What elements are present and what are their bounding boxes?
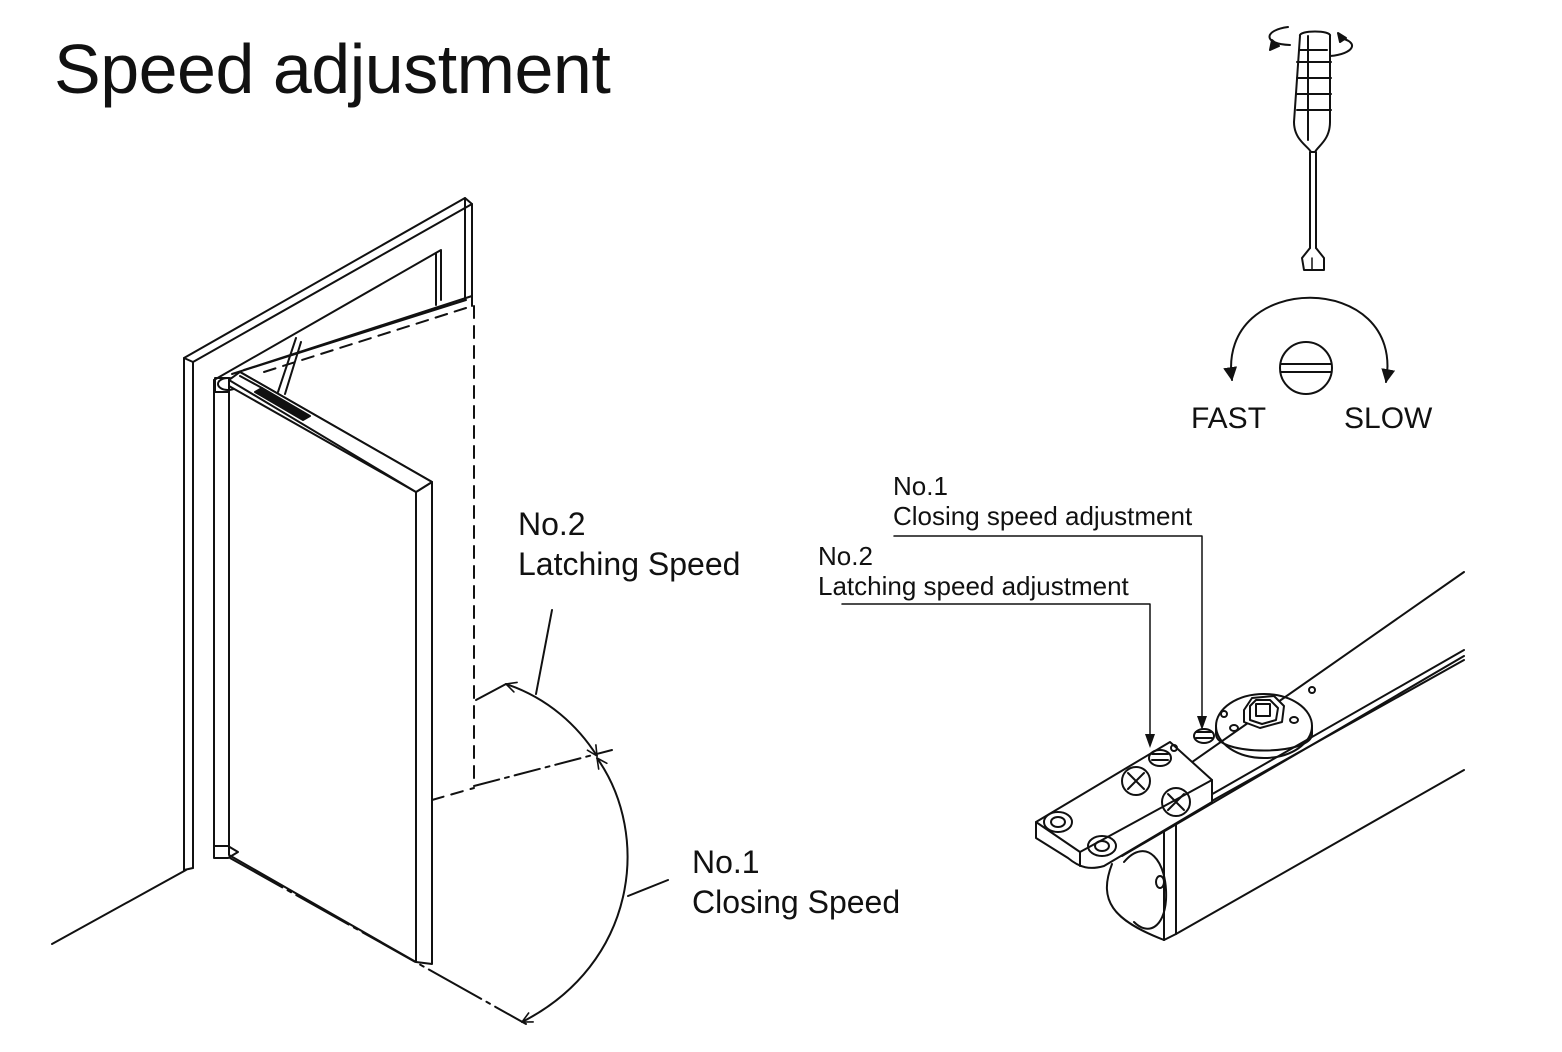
latching-adjustment-label: No.2 Latching speed adjustment (818, 541, 1129, 602)
door-illustration (52, 198, 668, 1024)
rotation-direction-icon (1223, 298, 1396, 394)
fast-label: FAST (1191, 402, 1267, 435)
closing-adjustment-label: No.1 Closing speed adjustment (893, 471, 1193, 532)
latching-speed-number: No.2 (518, 506, 586, 542)
closing-adjustment-number: No.1 (893, 471, 948, 501)
slow-label: SLOW (1344, 402, 1433, 435)
slotted-screw-icon (1280, 342, 1332, 394)
latching-adjustment-text: Latching speed adjustment (818, 570, 1129, 601)
latching-speed-label: No.2 Latching Speed (518, 504, 740, 584)
latching-speed-text: Latching Speed (518, 546, 741, 582)
closing-speed-text: Closing Speed (692, 884, 901, 920)
latching-adjustment-number: No.2 (818, 541, 873, 571)
page-title: Speed adjustment (54, 30, 611, 108)
closing-speed-number: No.1 (692, 844, 760, 880)
door-closer-illustration (842, 536, 1464, 940)
closing-speed-label: No.1 Closing Speed (692, 842, 900, 922)
screwdriver-icon (1270, 27, 1353, 270)
closing-adjustment-text: Closing speed adjustment (893, 500, 1193, 531)
